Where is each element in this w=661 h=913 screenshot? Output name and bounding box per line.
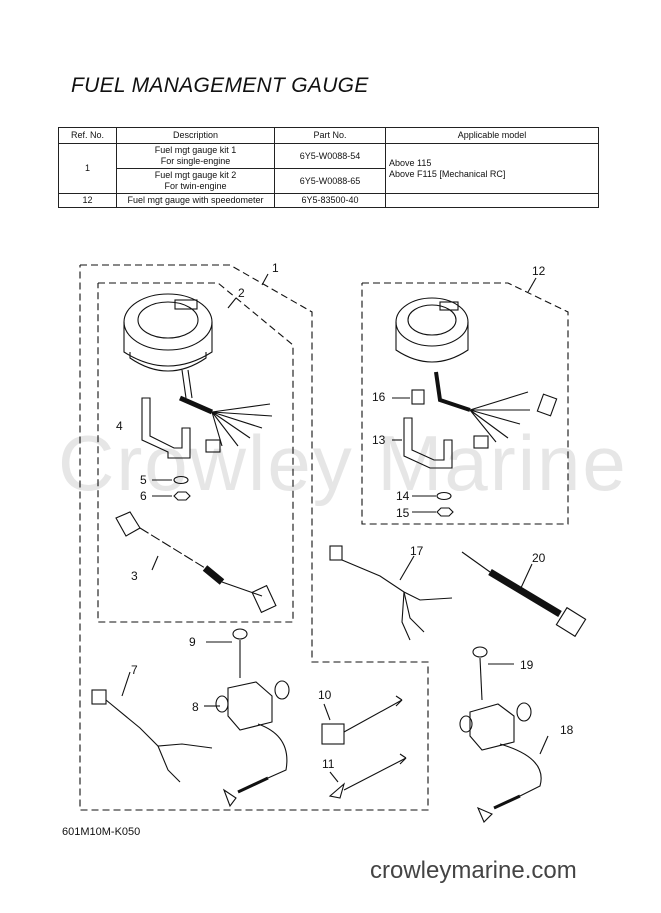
gauge-part-12 [395,297,558,449]
harness-part-17 [329,545,453,641]
callout-11: 11 [322,757,335,771]
callout-12: 12 [532,264,546,278]
footer-site-link[interactable]: crowleymarine.com [370,857,577,884]
fitting-part-8 [204,680,290,808]
callout-8: 8 [192,700,199,714]
callout-9: 9 [189,635,196,649]
connector-part-10 [321,695,403,745]
callout-13: 13 [372,433,386,447]
gauge-part-2 [123,293,273,453]
callout-14: 14 [396,489,410,503]
callout-15: 15 [396,506,410,520]
cell-part-no[interactable]: 6Y5-83500-40 [274,193,386,208]
callout-4: 4 [116,419,123,433]
callout-16: 16 [372,390,386,404]
cable-part-3 [115,511,277,614]
washer-part-5 [173,475,189,485]
screw-part-9 [206,628,248,678]
callout-17: 17 [410,544,424,558]
callout-19: 19 [520,658,534,672]
bracket-part-13 [403,417,453,469]
nut-part-15 [436,507,454,517]
harness-part-7 [91,671,213,783]
grommet-part-11 [328,753,407,799]
callout-10: 10 [318,688,332,702]
kit-12-boundary [361,282,569,525]
cell-ref: 1 [58,143,117,194]
kit-1-boundary [79,264,429,811]
kit-2-boundary [97,282,294,623]
callout-2: 2 [238,286,245,300]
fitting-part-18 [459,702,549,823]
cell-applicable-model: Above 115 Above F115 [Mechanical RC] [385,143,599,194]
nut-part-6 [173,491,191,501]
washer-part-14 [436,491,452,501]
callout-18: 18 [560,723,574,737]
callout-1: 1 [272,261,279,275]
screw-part-19 [472,646,514,701]
table-row: 1 Fuel mgt gauge kit 1 For single-engine… [58,143,599,194]
page-title: FUEL MANAGEMENT GAUGE [71,74,369,97]
table-row: 12 Fuel mgt gauge with speedometer 6Y5-8… [58,193,599,208]
callout-5: 5 [140,473,147,487]
callout-7: 7 [131,663,138,677]
cell-part-no[interactable]: 6Y5-W0088-54 [274,143,386,169]
callout-6: 6 [140,489,147,503]
diagram-code: 601M10M-K050 [62,826,141,838]
cell-applicable-model [385,193,599,208]
cap-part-16 [411,389,425,405]
sensor-part-20 [461,551,587,638]
cell-description: Fuel mgt gauge kit 1 For single-engine [116,143,275,169]
callout-20: 20 [532,551,546,565]
parts-table: Ref. No. Description Part No. Applicable… [58,127,599,208]
bracket-part-4 [141,397,191,459]
callout-3: 3 [131,569,138,583]
